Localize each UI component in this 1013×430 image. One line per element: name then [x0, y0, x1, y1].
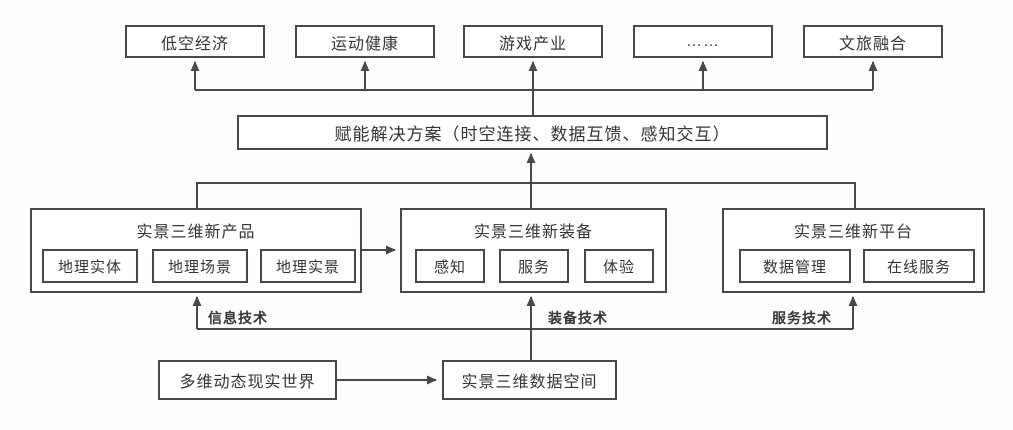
- box-real-world: 多维动态现实世界: [158, 360, 337, 400]
- bottom-box-label: 多维动态现实世界: [179, 374, 316, 391]
- label-service-technology: 服务技术: [772, 310, 832, 326]
- item-label: 地理实景: [275, 258, 340, 276]
- item-label: 在线服务: [886, 258, 951, 276]
- group-new-platform: 实景三维新平台 数据管理 在线服务: [722, 208, 985, 293]
- label-equipment-technology: 装备技术: [548, 310, 608, 326]
- item-geo-entity: 地理实体: [42, 249, 138, 283]
- app-box-low-altitude-economy: 低空经济: [125, 25, 265, 58]
- solution-box: 赋能解决方案（时空连接、数据互馈、感知交互）: [237, 115, 828, 150]
- group-merge-rail: [196, 182, 856, 208]
- item-online-service: 在线服务: [863, 249, 975, 283]
- group-title: 实景三维新装备: [473, 224, 593, 241]
- item-geo-realscene: 地理实景: [260, 249, 356, 283]
- app-box-sports-health: 运动健康: [295, 25, 435, 58]
- bottom-box-label: 实景三维数据空间: [461, 374, 598, 391]
- item-label: 服务: [517, 258, 550, 276]
- group-title: 实景三维新平台: [793, 224, 913, 241]
- box-3d-data-space: 实景三维数据空间: [442, 360, 617, 400]
- app-box-label: 运动健康: [330, 35, 399, 53]
- solution-box-label: 赋能解决方案（时空连接、数据互馈、感知交互）: [334, 125, 731, 144]
- app-box-label: 文旅融合: [838, 35, 907, 53]
- group-title: 实景三维新产品: [136, 224, 256, 241]
- item-label: 地理实体: [57, 258, 122, 276]
- item-label: 数据管理: [762, 258, 827, 276]
- item-data-management: 数据管理: [739, 249, 851, 283]
- item-experience: 体验: [584, 249, 654, 283]
- app-box-label: 低空经济: [160, 35, 229, 53]
- item-geo-scene: 地理场景: [152, 249, 248, 283]
- app-box-label: 游戏产业: [498, 35, 567, 53]
- item-label: 体验: [602, 258, 635, 276]
- label-information-technology: 信息技术: [208, 310, 268, 326]
- app-box-label: ……: [686, 32, 720, 50]
- item-perception: 感知: [415, 249, 485, 283]
- item-label: 地理场景: [167, 258, 232, 276]
- item-service: 服务: [499, 249, 569, 283]
- app-box-game-industry: 游戏产业: [463, 25, 603, 58]
- group-new-equipment: 实景三维新装备 感知 服务 体验: [400, 208, 667, 293]
- app-box-ellipsis: ……: [633, 25, 773, 58]
- item-label: 感知: [433, 258, 466, 276]
- app-box-culture-tourism: 文旅融合: [803, 25, 943, 58]
- group-new-products: 实景三维新产品 地理实体 地理场景 地理实景: [30, 208, 362, 293]
